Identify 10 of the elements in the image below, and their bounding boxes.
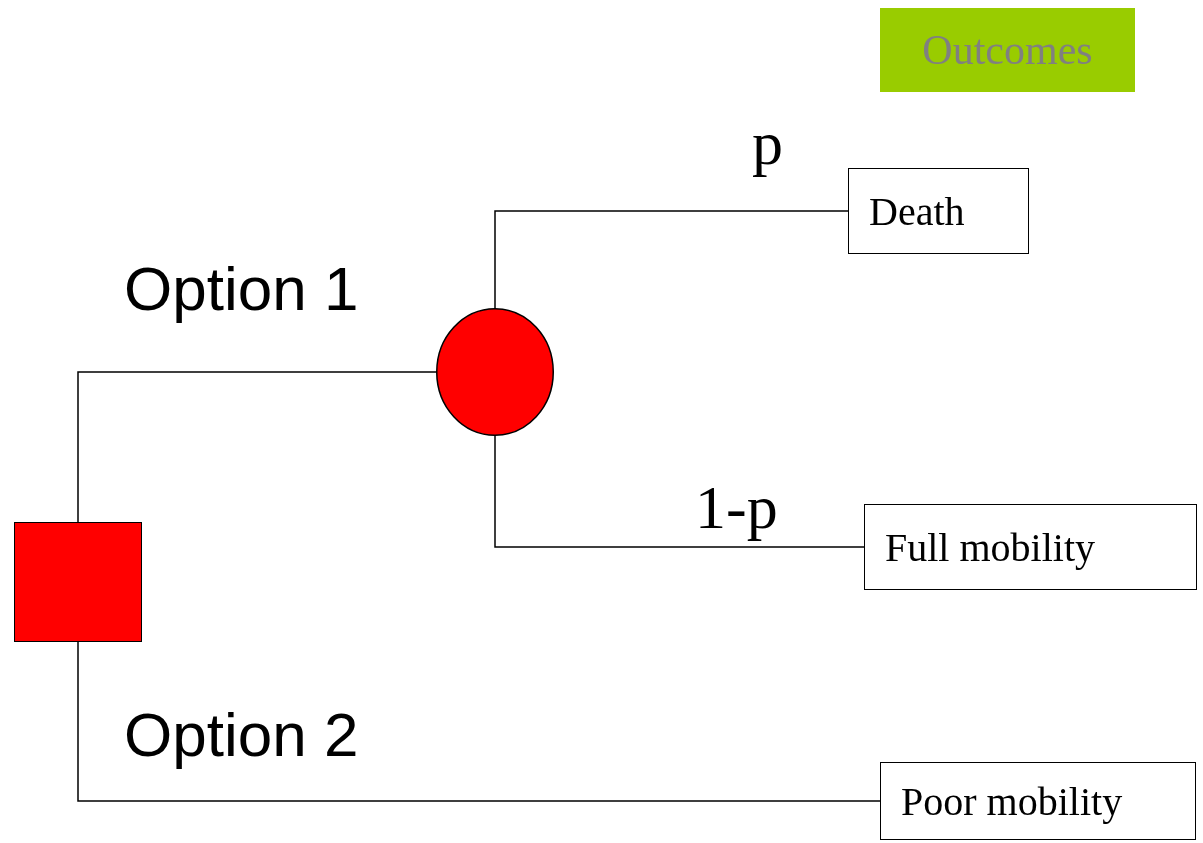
chance-circle xyxy=(436,308,554,436)
header-box: Outcomes xyxy=(880,8,1135,92)
connector-line xyxy=(494,435,865,548)
connector-line xyxy=(494,210,849,309)
outcome-box: Poor mobility xyxy=(880,762,1196,840)
decision-square xyxy=(14,522,142,642)
connector-line xyxy=(77,371,437,523)
connector-line xyxy=(77,641,881,802)
outcome-box: Full mobility xyxy=(864,504,1197,590)
outcome-box: Death xyxy=(848,168,1029,254)
